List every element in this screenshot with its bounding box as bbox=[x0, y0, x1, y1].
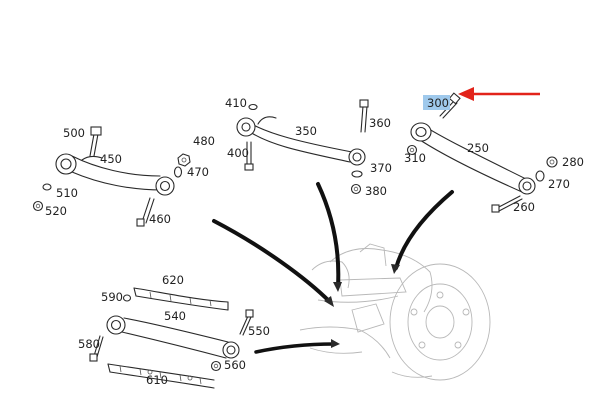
label-560[interactable]: 560 bbox=[224, 358, 246, 372]
label-350[interactable]: 350 bbox=[295, 124, 317, 138]
washer-370[interactable] bbox=[351, 170, 363, 178]
label-540[interactable]: 540 bbox=[164, 309, 186, 323]
label-480[interactable]: 480 bbox=[193, 134, 215, 148]
label-370[interactable]: 370 bbox=[370, 161, 392, 175]
label-580[interactable]: 580 bbox=[78, 337, 100, 351]
bolt-460[interactable] bbox=[136, 197, 155, 227]
highlight-arrow bbox=[458, 87, 540, 101]
label-250[interactable]: 250 bbox=[467, 141, 489, 155]
washer-410[interactable] bbox=[248, 103, 258, 111]
bolt-260[interactable] bbox=[491, 195, 523, 213]
label-380[interactable]: 380 bbox=[365, 184, 387, 198]
nut-560[interactable] bbox=[210, 360, 222, 372]
label-470[interactable]: 470 bbox=[187, 165, 209, 179]
label-510[interactable]: 510 bbox=[56, 186, 78, 200]
bolt-400[interactable] bbox=[244, 141, 254, 171]
highlight-box-300 bbox=[423, 95, 450, 110]
label-550[interactable]: 550 bbox=[248, 324, 270, 338]
nut-480[interactable] bbox=[177, 153, 191, 167]
washer-270[interactable] bbox=[535, 170, 545, 182]
nut-380[interactable] bbox=[350, 183, 362, 195]
label-280[interactable]: 280 bbox=[562, 155, 584, 169]
label-300[interactable]: 300 bbox=[427, 96, 449, 110]
control-arm-250[interactable] bbox=[410, 122, 536, 195]
washer-510[interactable] bbox=[42, 183, 52, 191]
label-260[interactable]: 260 bbox=[513, 200, 535, 214]
washer-470[interactable] bbox=[173, 166, 183, 178]
control-arm-350[interactable] bbox=[236, 116, 366, 166]
label-270[interactable]: 270 bbox=[548, 177, 570, 191]
label-410[interactable]: 410 bbox=[225, 96, 247, 110]
label-360[interactable]: 360 bbox=[369, 116, 391, 130]
control-arm-450[interactable] bbox=[55, 153, 175, 196]
label-400[interactable]: 400 bbox=[227, 146, 249, 160]
nut-310[interactable] bbox=[406, 144, 418, 156]
control-arm-540[interactable] bbox=[106, 315, 240, 359]
nut-280[interactable] bbox=[546, 156, 558, 168]
part-labels: 300 250 310 280 270 260 410 350 360 400 … bbox=[45, 96, 584, 387]
bolt-500[interactable] bbox=[89, 126, 102, 157]
label-500[interactable]: 500 bbox=[63, 126, 85, 140]
pointer-strokes bbox=[212, 182, 454, 354]
label-590[interactable]: 590 bbox=[101, 290, 123, 304]
bolt-580[interactable] bbox=[89, 335, 104, 362]
label-310[interactable]: 310 bbox=[404, 151, 426, 165]
label-450[interactable]: 450 bbox=[100, 152, 122, 166]
label-610[interactable]: 610 bbox=[146, 373, 168, 387]
label-520[interactable]: 520 bbox=[45, 204, 67, 218]
label-620[interactable]: 620 bbox=[162, 273, 184, 287]
nut-520[interactable] bbox=[32, 200, 44, 212]
bolt-550[interactable] bbox=[239, 309, 254, 336]
washer-590[interactable] bbox=[122, 294, 132, 302]
bolt-360[interactable] bbox=[359, 99, 369, 133]
bracket-620[interactable] bbox=[133, 287, 229, 311]
label-460[interactable]: 460 bbox=[149, 212, 171, 226]
bracket-610[interactable] bbox=[107, 363, 215, 389]
axle-assembly-outline bbox=[299, 243, 491, 381]
